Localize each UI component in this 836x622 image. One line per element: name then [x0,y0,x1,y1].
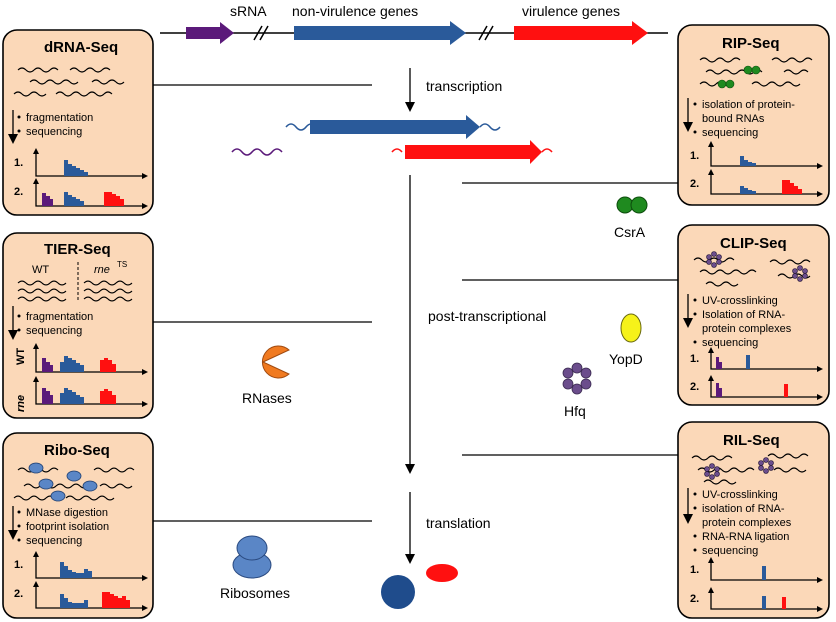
ril-seq-box: RIL-Seq UV-crosslinking isolation of RNA… [677,421,830,619]
nonvirulence-gene-arrow [294,21,466,45]
rnases-icon [261,345,290,379]
nonvirulence-label: non-virulence genes [292,3,418,19]
ribo-row-1: 1. [14,559,23,571]
virulence-label: virulence genes [522,3,620,19]
ril-step-4: RNA-RNA ligation [702,531,789,543]
rip-step-3: sequencing [702,127,758,139]
clip-seq-box: CLIP-Seq UV-crosslinking Isolation of RN… [677,224,830,406]
drna-row-1: 1. [14,157,23,169]
rip-step-2: bound RNAs [702,113,765,125]
transcripts [231,115,553,164]
virulence-protein-icon [426,564,458,582]
clip-step-2: Isolation of RNA- [702,309,785,321]
post-transcriptional-label: post-transcriptional [428,308,546,324]
tier-wt: WT [32,264,49,276]
tier-step-1: fragmentation [26,311,93,323]
rnases-label: RNases [242,390,292,406]
rip-row-2: 2. [690,178,699,190]
rip-title: RIP-Seq [722,35,780,52]
tier-rne: rne [94,264,110,276]
ribo-step-3: sequencing [26,535,82,547]
tier-row-wt: WT [15,348,27,365]
csra-icon [616,196,648,214]
ril-row-1: 1. [690,564,699,576]
clip-step-3: protein complexes [702,323,792,335]
drna-title: dRNA-Seq [44,39,118,56]
drna-step-2: sequencing [26,126,82,138]
ril-step-5: sequencing [702,545,758,557]
drna-row-2: 2. [14,186,23,198]
drna-seq-box: dRNA-Seq fragmentation sequencing 1. 2. [2,29,154,216]
ribo-title: Ribo-Seq [44,442,110,459]
hfq-label: Hfq [564,403,586,419]
ribo-seq-box: Ribo-Seq MNase digestion footprint isola… [2,432,154,619]
clip-row-2: 2. [690,381,699,393]
tier-row-rne: rne [15,395,27,412]
ribo-step-1: MNase digestion [26,507,108,519]
tier-title: TIER-Seq [44,241,111,258]
clip-row-1: 1. [690,353,699,365]
ril-step-1: UV-crosslinking [702,489,778,501]
nonvirulence-protein-icon [381,575,415,609]
ribosomes-label: Ribosomes [220,585,290,601]
tier-seq-box: TIER-Seq WT rne TS fragmentation sequenc… [2,232,154,419]
virulence-gene-arrow [514,21,648,45]
ribosome-icon [232,535,272,579]
srna-label: sRNA [230,3,267,19]
genome-line [160,21,668,45]
ribo-step-2: footprint isolation [26,521,109,533]
clip-step-4: sequencing [702,337,758,349]
ril-title: RIL-Seq [723,432,780,449]
clip-title: CLIP-Seq [720,235,787,252]
yopd-label: YopD [609,351,643,367]
clip-step-1: UV-crosslinking [702,295,778,307]
ribo-row-2: 2. [14,588,23,600]
yopd-icon [620,313,642,343]
drna-step-1: fragmentation [26,112,93,124]
srna-gene-arrow [186,22,234,44]
ril-step-2: isolation of RNA- [702,503,785,515]
rip-step-1: isolation of protein- [702,99,795,111]
ril-step-3: protein complexes [702,517,792,529]
tier-step-2: sequencing [26,325,82,337]
translation-label: translation [426,515,491,531]
rip-row-1: 1. [690,150,699,162]
ril-row-2: 2. [690,593,699,605]
rip-seq-box: RIP-Seq isolation of protein- bound RNAs… [677,24,830,206]
transcription-label: transcription [426,78,502,94]
tier-ts: TS [117,260,127,269]
csra-label: CsrA [614,224,646,240]
hfq-icon [562,362,592,395]
